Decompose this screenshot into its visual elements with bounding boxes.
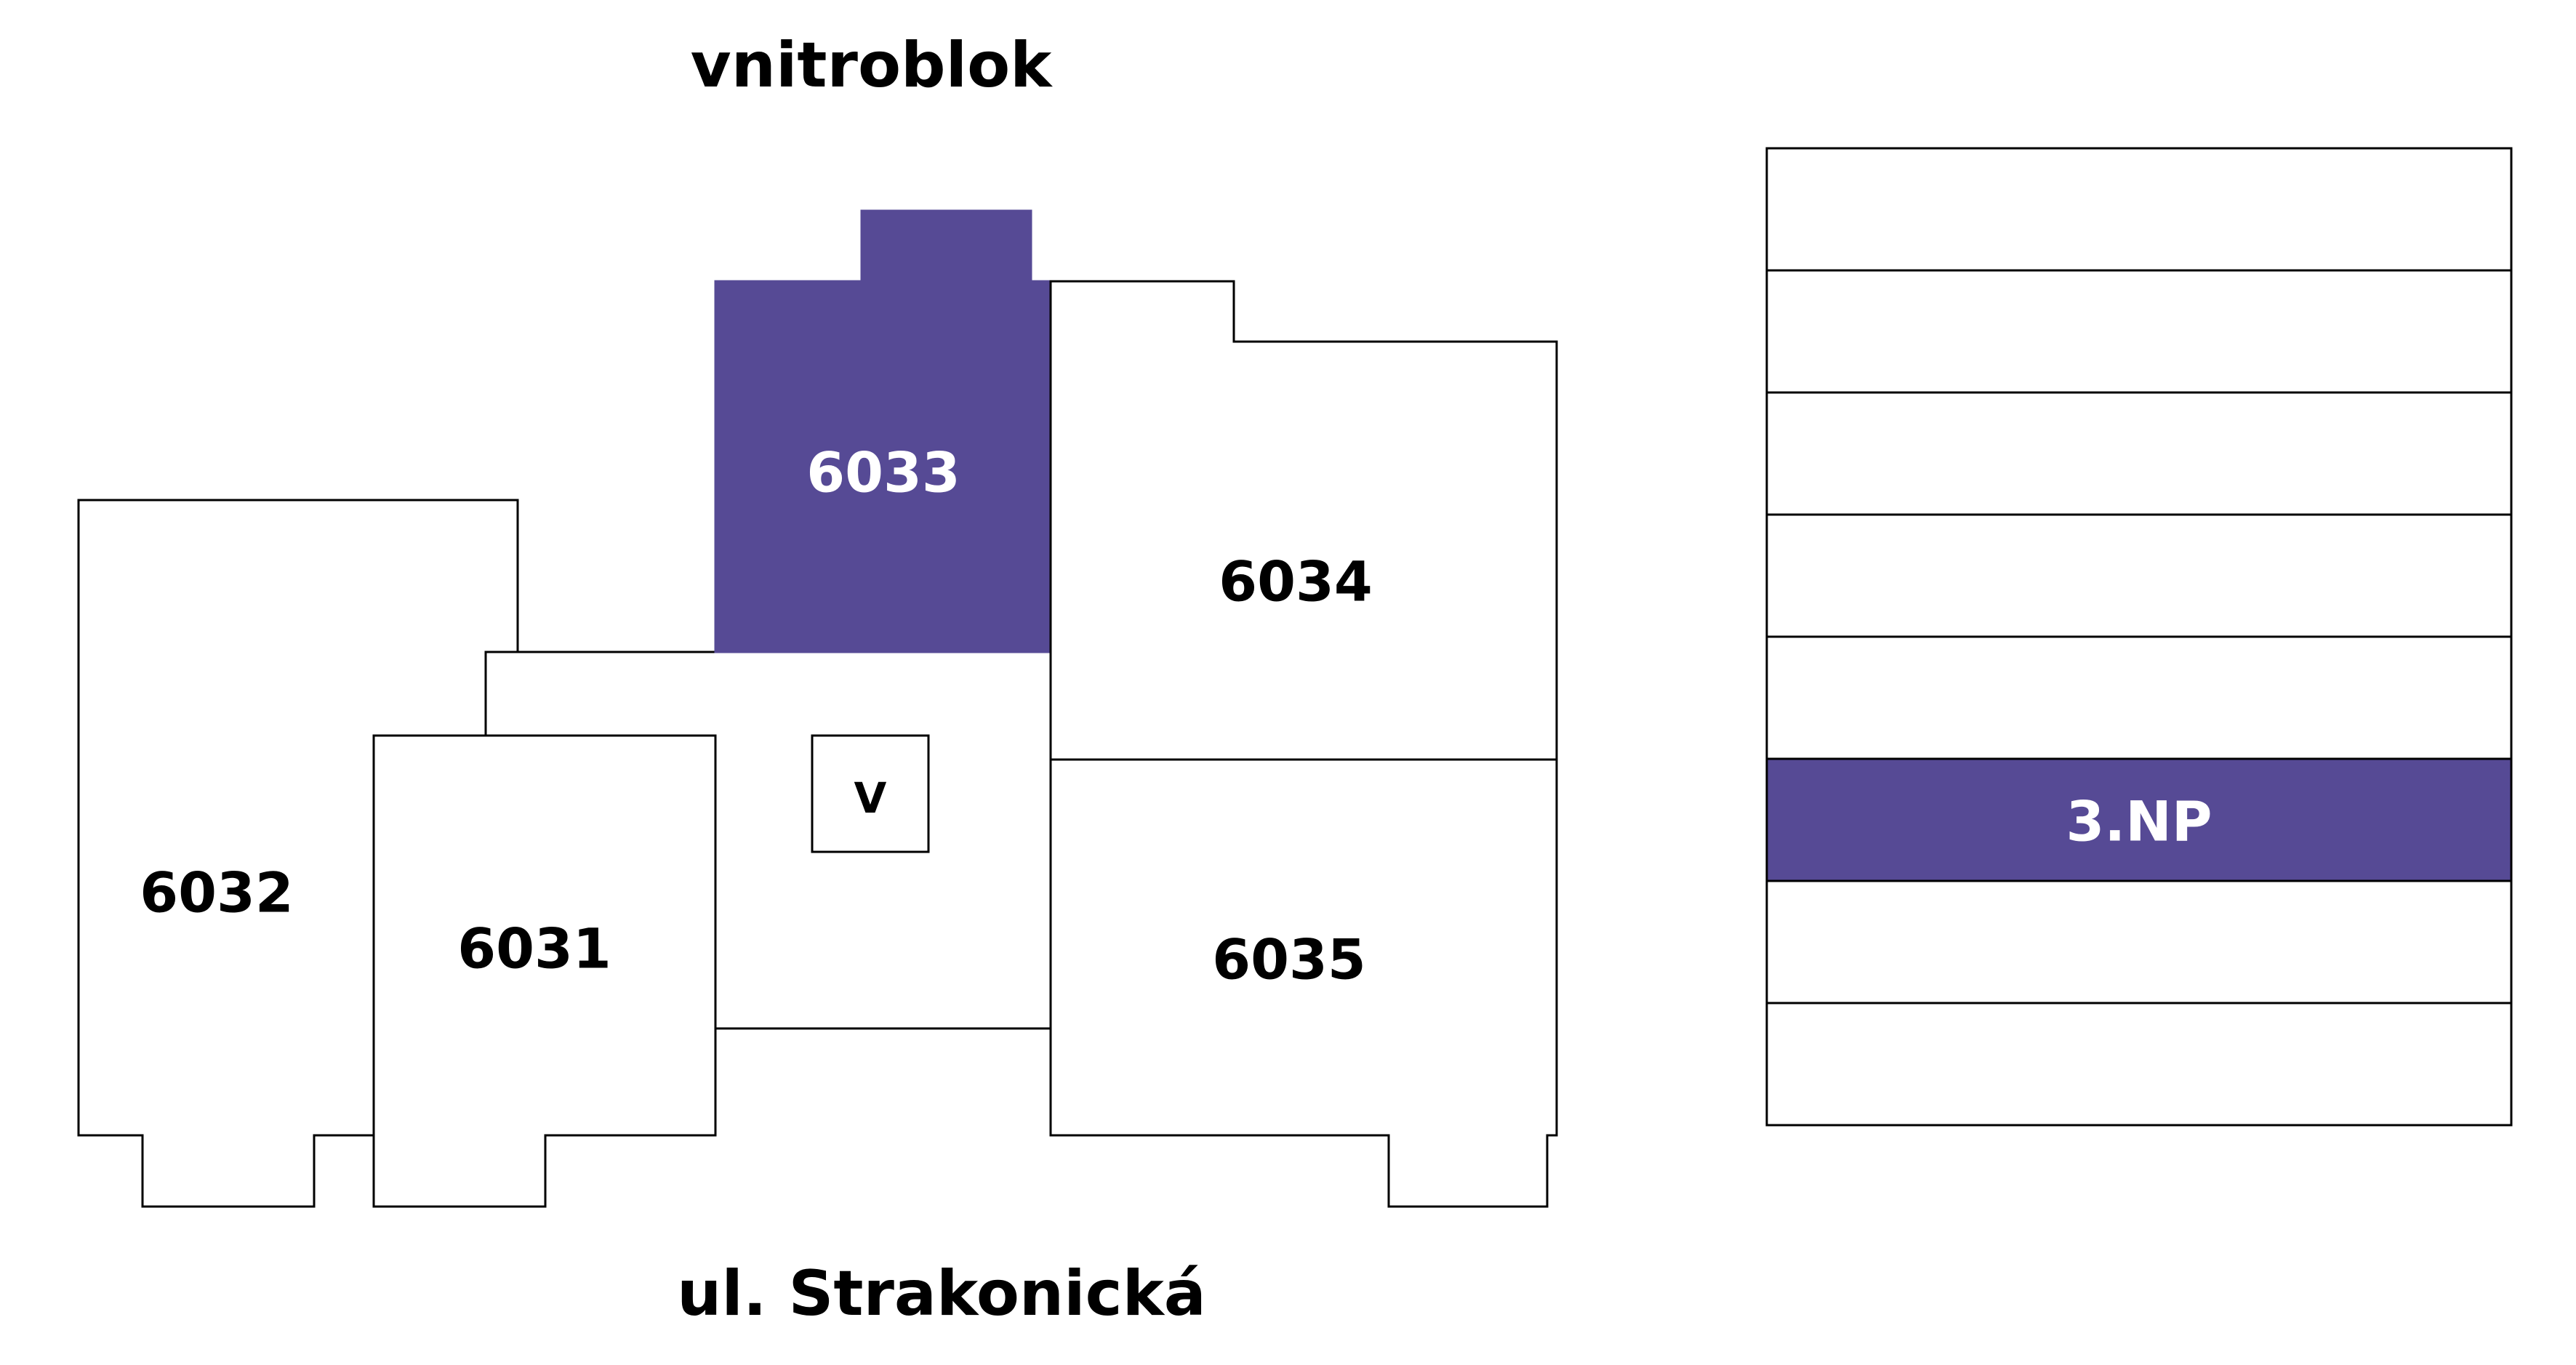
floor-row[interactable] — [1765, 635, 2513, 760]
floor-row-box[interactable] — [1765, 391, 2513, 516]
vertical-core: V — [811, 734, 930, 853]
unit-6034-shape[interactable] — [1049, 280, 1558, 761]
unit-6035-shape[interactable] — [1049, 758, 1558, 1208]
floor-row-label: 3.NP — [2066, 789, 2212, 854]
unit-6031[interactable]: 6031 — [372, 734, 717, 1208]
vertical-core-label: V — [854, 773, 887, 823]
courtyard-label: vnitroblok — [691, 29, 1053, 102]
unit-6032[interactable]: 6032 — [77, 499, 519, 1208]
floor-row-box[interactable] — [1765, 147, 2513, 272]
floor-row-selected[interactable] — [1765, 757, 2513, 882]
floor-row-box[interactable] — [1765, 635, 2513, 760]
unit-6032-label: 6032 — [140, 861, 294, 925]
unit-6031-shape[interactable] — [372, 734, 717, 1208]
floor-row[interactable] — [1765, 879, 2513, 1004]
floor-row[interactable] — [1765, 1002, 2513, 1127]
floor-row-box[interactable] — [1765, 269, 2513, 394]
unit-6033-label: 6033 — [806, 440, 960, 505]
unit-6031-label: 6031 — [457, 917, 611, 981]
unit-6035-label: 6035 — [1212, 927, 1366, 992]
floor-row[interactable] — [1765, 147, 2513, 272]
floor-row-box[interactable] — [1765, 879, 2513, 1004]
unit-6033-shape[interactable] — [714, 209, 1052, 653]
unit-6034-label: 6034 — [1219, 549, 1373, 614]
floor-row[interactable] — [1765, 269, 2513, 394]
vertical-core-box — [811, 734, 930, 853]
street-label: ul. Strakonická — [677, 1257, 1206, 1330]
unit-6034[interactable]: 6034 — [1049, 280, 1558, 761]
unit-6035[interactable]: 6035 — [1049, 758, 1558, 1208]
unit-6033[interactable]: 6033 — [714, 209, 1052, 653]
floor-row[interactable]: 3.NP — [1765, 757, 2513, 882]
floor-row[interactable] — [1765, 391, 2513, 516]
floor-row-box[interactable] — [1765, 1002, 2513, 1127]
floor-row[interactable] — [1765, 513, 2513, 638]
floor-row-box[interactable] — [1765, 513, 2513, 638]
floor-selector: 3.NP — [1765, 147, 2513, 1127]
